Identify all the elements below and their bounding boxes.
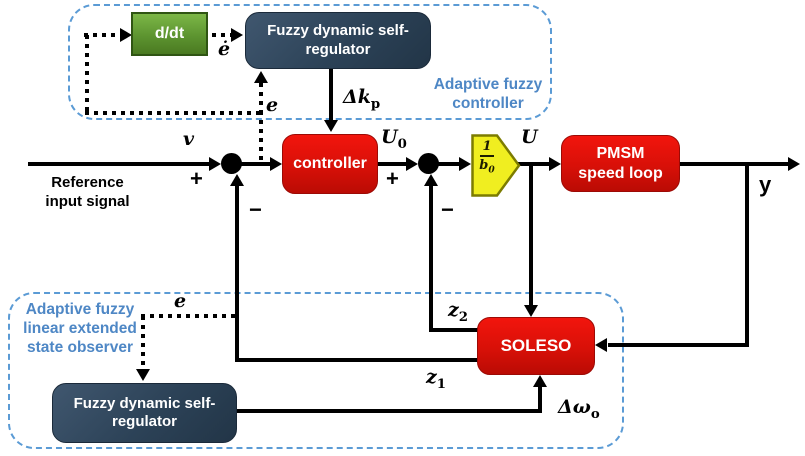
soleso-block: SOLESO bbox=[477, 317, 595, 375]
bottom-fuzzy-regulator-label: Fuzzy dynamic self- regulator bbox=[73, 394, 216, 430]
ddt-label: d/dt bbox=[154, 25, 185, 43]
sum-junction-1 bbox=[221, 153, 242, 174]
y-label: y bbox=[759, 172, 772, 197]
pmsm-label: PMSM speed loop bbox=[578, 144, 663, 182]
line-gain-to-pmsm bbox=[516, 162, 550, 166]
arrowhead-e-into-regulator bbox=[254, 71, 268, 83]
pentagon-shape bbox=[471, 134, 521, 197]
line-y-branch-to-soleso bbox=[608, 343, 749, 347]
line-reference-input bbox=[28, 162, 210, 166]
fraction-bar bbox=[480, 155, 494, 157]
line-y-branch-down bbox=[745, 164, 749, 347]
line-controller-to-sum2 bbox=[378, 162, 407, 166]
dotted-line-e-left-riser bbox=[85, 35, 89, 113]
arrowhead-into-sum1 bbox=[209, 157, 221, 171]
z1-label: z1 bbox=[426, 366, 447, 392]
ddt-block: d/dt bbox=[131, 12, 208, 56]
arrowhead-into-gain bbox=[459, 157, 471, 171]
dotted-line-e-tap bbox=[259, 111, 263, 165]
dotted-line-edot bbox=[212, 33, 232, 37]
edot-label: ė bbox=[218, 38, 231, 60]
arrowhead-e-into-bottom-regulator bbox=[136, 369, 150, 381]
sum-junction-2 bbox=[418, 153, 439, 174]
e-label-top: e bbox=[266, 94, 279, 116]
line-z2-horizontal bbox=[429, 328, 479, 332]
arrowhead-z1-into-sum1 bbox=[230, 174, 244, 186]
dkp-label: Δkp bbox=[343, 86, 381, 112]
controller-block: controller bbox=[282, 134, 378, 194]
gain-block bbox=[471, 134, 521, 202]
bottom-fuzzy-regulator-block: Fuzzy dynamic self- regulator bbox=[52, 383, 237, 443]
observer-title: Adaptive fuzzy linear extended state obs… bbox=[23, 301, 137, 356]
arrowhead-into-sum2 bbox=[406, 157, 418, 171]
sum2-plus-sign: + bbox=[386, 166, 399, 191]
reference-input-caption: Reference input signal bbox=[45, 174, 130, 210]
line-dkp bbox=[329, 69, 333, 121]
dotted-line-observer-e-drop bbox=[141, 316, 145, 370]
arrowhead-z2-into-sum2 bbox=[424, 174, 438, 186]
u-label: U bbox=[521, 126, 538, 148]
adaptive-fuzzy-controller-group bbox=[68, 4, 552, 120]
arrowhead-into-ddt bbox=[120, 28, 132, 42]
z2-label: z2 bbox=[448, 299, 469, 325]
top-fuzzy-regulator-label: Fuzzy dynamic self- regulator bbox=[267, 22, 409, 58]
soleso-label: SOLESO bbox=[500, 335, 572, 355]
line-u-branch-to-soleso bbox=[529, 164, 533, 307]
dwo-label: Δωo bbox=[558, 396, 600, 422]
line-sum2-to-gain bbox=[438, 162, 460, 166]
adaptive-fuzzy-observer-group bbox=[8, 292, 624, 449]
line-output bbox=[680, 162, 789, 166]
line-sum1-to-controller bbox=[241, 162, 271, 166]
line-dw-horizontal bbox=[237, 409, 542, 413]
adaptive-fuzzy-controller-title: Adaptive fuzzy controller bbox=[433, 76, 543, 112]
line-dw-riser bbox=[538, 385, 542, 411]
arrowhead-output bbox=[788, 157, 800, 171]
arrowhead-u-into-soleso bbox=[524, 305, 538, 317]
gain-numerator: 1 bbox=[482, 139, 492, 154]
sum2-minus-sign: − bbox=[441, 197, 454, 222]
dotted-line-e-to-ddt bbox=[84, 33, 122, 37]
arrowhead-dkp-into-controller bbox=[324, 120, 338, 132]
gain-fraction: 1 b0 bbox=[476, 140, 498, 175]
arrowhead-dw-into-soleso bbox=[533, 375, 547, 387]
sum1-minus-sign: − bbox=[249, 197, 262, 222]
u0-label: U0 bbox=[381, 126, 407, 152]
arrowhead-edot-into-regulator bbox=[231, 28, 243, 42]
line-z2-riser bbox=[429, 178, 433, 332]
line-z1-horizontal bbox=[235, 358, 479, 362]
v-label: v bbox=[183, 128, 195, 150]
controller-label: controller bbox=[293, 155, 367, 173]
arrowhead-y-into-soleso bbox=[595, 338, 607, 352]
gain-denominator: b0 bbox=[479, 158, 495, 176]
top-fuzzy-regulator-block: Fuzzy dynamic self- regulator bbox=[245, 12, 431, 69]
line-z1-riser bbox=[235, 178, 239, 362]
dotted-line-e-to-regulator bbox=[259, 83, 263, 111]
dotted-line-observer-e bbox=[141, 314, 237, 318]
pmsm-block: PMSM speed loop bbox=[561, 135, 680, 192]
e-label-observer: e bbox=[174, 290, 187, 312]
dotted-line-e-horizontal bbox=[85, 111, 263, 115]
arrowhead-into-controller bbox=[270, 157, 282, 171]
sum1-plus-sign: + bbox=[190, 166, 203, 191]
arrowhead-into-pmsm bbox=[549, 157, 561, 171]
